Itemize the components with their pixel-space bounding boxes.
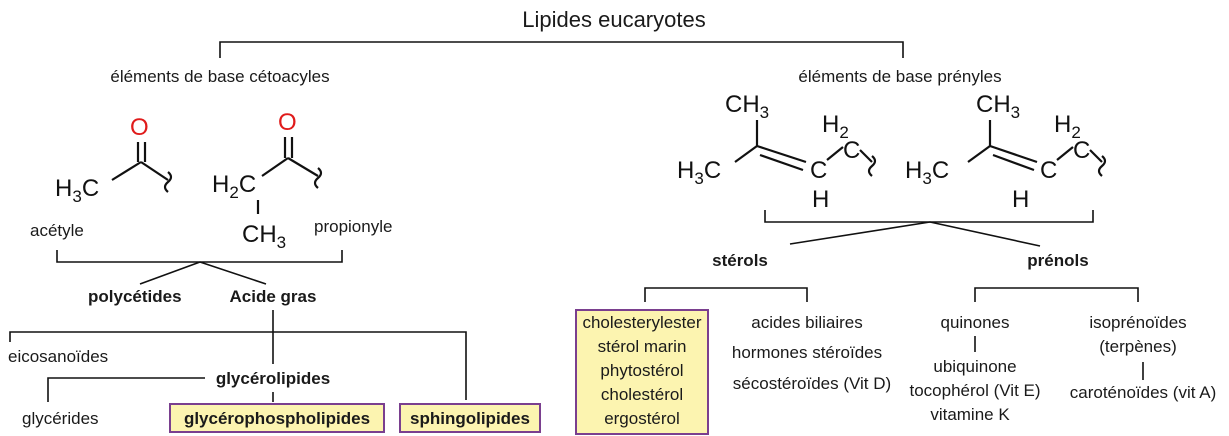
propionyl-ch3: CH3: [242, 221, 286, 252]
glycerophospholipids-label: glycérophospholipides: [184, 409, 370, 428]
tocopherol-label: tocophérol (Vit E): [909, 381, 1040, 400]
sterol-item-3: phytostérol: [600, 361, 683, 380]
propionyl-ch2: H2C: [212, 171, 256, 202]
prenols-label: prénols: [1027, 251, 1088, 270]
svg-text:H: H: [812, 186, 829, 213]
svg-text:C: C: [1040, 157, 1057, 184]
steroid-hormones-label: hormones stéroïdes: [732, 343, 882, 362]
svg-text:H: H: [1012, 186, 1029, 213]
carotenoids-label: caroténoïdes (vit A): [1070, 383, 1216, 402]
glycerolipids-label: glycérolipides: [216, 369, 330, 388]
secosteroids-label: sécostéroïdes (Vit D): [733, 374, 891, 393]
glycerophospholipids-highlight: [169, 403, 385, 433]
vitamin-k-label: vitamine K: [930, 405, 1010, 424]
acetyl-ch3: H3C: [55, 175, 99, 206]
svg-text:H2: H2: [822, 111, 849, 142]
propionyl-oxygen: O: [278, 109, 297, 136]
sterol-item-1: cholesterylester: [582, 313, 701, 332]
isoprenoids-label: isoprénoïdes: [1089, 313, 1186, 332]
svg-text:CH3: CH3: [725, 91, 769, 122]
sterol-list-highlight: [575, 309, 709, 435]
propionyl-structure: O H2C CH3: [212, 109, 323, 252]
sphingolipids-label: sphingolipides: [410, 409, 530, 428]
sterols-label: stérols: [712, 251, 768, 270]
svg-text:C: C: [843, 137, 860, 164]
diagram-title: Lipides eucaryotes: [522, 7, 705, 32]
prenyl-base-label: éléments de base prényles: [798, 67, 1001, 86]
glycerides-label: glycérides: [22, 409, 99, 428]
propionyl-label: propionyle: [314, 217, 392, 236]
sterol-item-5: ergostérol: [604, 409, 680, 428]
svg-text:CH3: CH3: [976, 91, 1020, 122]
ubiquinone-label: ubiquinone: [933, 357, 1016, 376]
sterol-item-2: stérol marin: [598, 337, 687, 356]
quinones-label: quinones: [940, 313, 1009, 332]
polyketides-label: polycétides: [88, 287, 182, 306]
prenyl-unit-1: CH3 H3C C H H2 C: [677, 91, 877, 213]
acetyl-label: acétyle: [30, 221, 84, 240]
svg-text:C: C: [1073, 137, 1090, 164]
title-bracket: [219, 41, 904, 58]
prenyl-unit-2: CH3 H3C C H H2 C: [905, 91, 1107, 213]
svg-text:H3C: H3C: [677, 157, 721, 188]
sterol-item-4: cholestérol: [601, 385, 683, 404]
eicosanoids-label: eicosanoïdes: [8, 347, 108, 366]
acetyl-structure: O H3C: [55, 114, 173, 206]
terpenes-label: (terpènes): [1099, 337, 1176, 356]
svg-text:C: C: [810, 157, 827, 184]
sphingolipids-highlight: [399, 403, 541, 433]
svg-text:H2: H2: [1054, 111, 1081, 142]
ketoacyl-base-label: éléments de base cétoacyles: [110, 67, 329, 86]
bile-acids-label: acides biliaires: [751, 313, 863, 332]
svg-text:H3C: H3C: [905, 157, 949, 188]
acetyl-oxygen: O: [130, 114, 149, 141]
fatty-acid-label: Acide gras: [230, 287, 317, 306]
